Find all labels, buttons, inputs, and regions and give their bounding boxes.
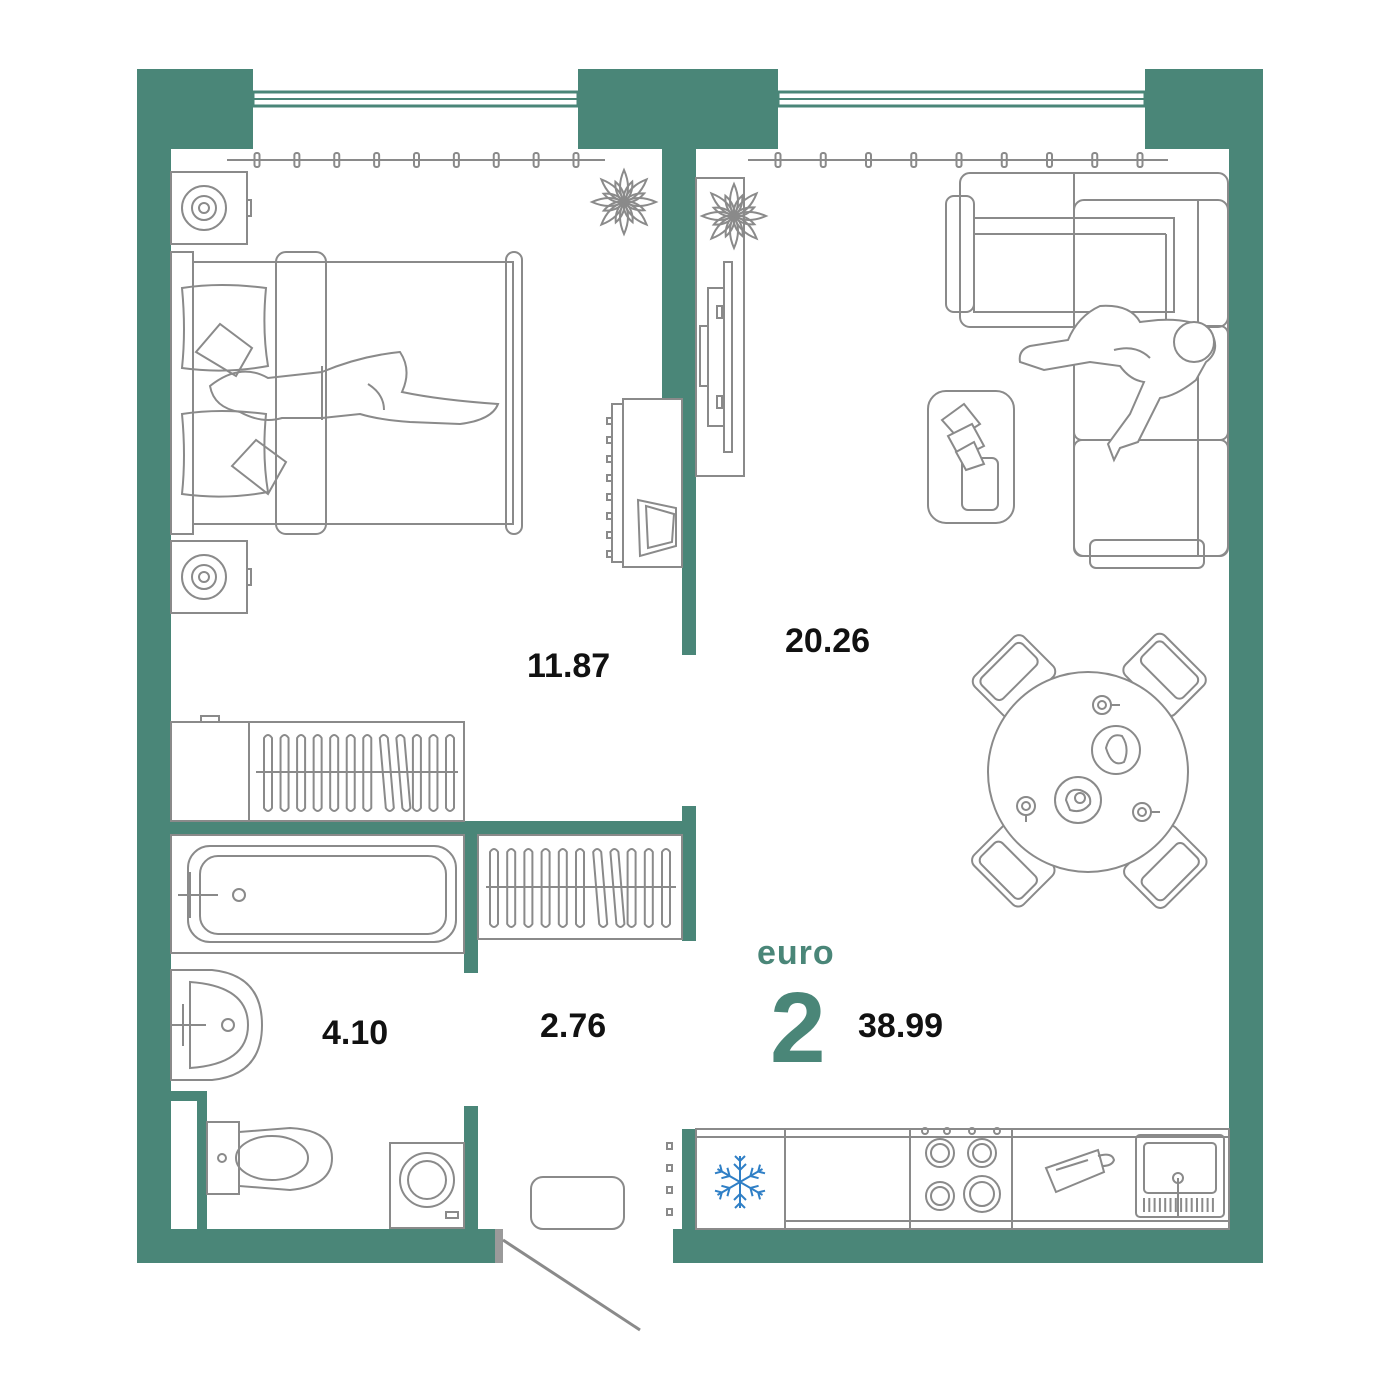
- tv-stand: [695, 177, 745, 477]
- plant-icon: [589, 167, 659, 237]
- total-area-label: 38.99: [858, 1007, 944, 1045]
- dining-table: [971, 632, 1208, 909]
- nightstand-top: [170, 171, 252, 245]
- walls: [137, 69, 1263, 1263]
- fridge: [714, 1155, 766, 1209]
- double-bed: [170, 251, 523, 535]
- desk: [606, 398, 683, 568]
- apartment-type-label: euro: [757, 934, 835, 972]
- bedroom-area-label: 11.87: [527, 647, 611, 685]
- cutting-board: [1044, 1148, 1116, 1194]
- entrance-door: [495, 1229, 641, 1332]
- wardrobe-hallway: [477, 834, 683, 940]
- curtain-rod-living: [748, 152, 1168, 168]
- coffee-table: [927, 390, 1015, 524]
- cooktop: [921, 1127, 1001, 1213]
- toilet: [206, 1121, 334, 1195]
- door-mat: [530, 1176, 625, 1230]
- kitchen-sink: [1135, 1134, 1225, 1218]
- person-on-sofa: [1018, 304, 1217, 463]
- snowflake-icon: [714, 1155, 766, 1209]
- windows: [251, 90, 1147, 108]
- hallway-area-label: 2.76: [540, 1007, 607, 1045]
- curtain-rod-bedroom: [227, 152, 605, 168]
- kitchen-counter: [666, 1128, 1230, 1230]
- bathtub: [170, 834, 465, 954]
- plant-icon: [699, 181, 769, 251]
- room-count-label: 2: [770, 972, 826, 1084]
- nightstand-bottom: [170, 540, 252, 614]
- wardrobe-bedroom: [170, 715, 465, 822]
- sink: [170, 969, 264, 1081]
- bathroom-area-label: 4.10: [322, 1014, 389, 1052]
- living-kitchen-area-label: 20.26: [785, 622, 871, 660]
- washing-machine: [389, 1142, 465, 1229]
